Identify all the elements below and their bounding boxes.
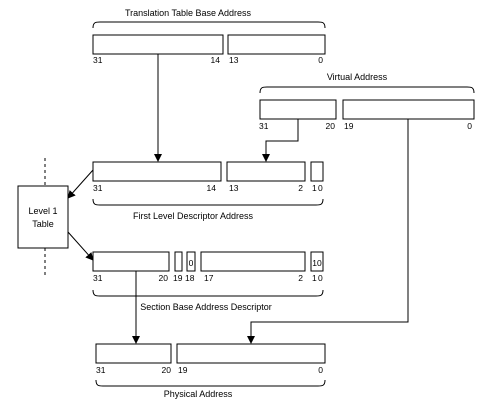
ttba-high-field (92, 34, 224, 55)
va-bit-0: 0 (467, 121, 472, 131)
sbad-mid-field (200, 251, 306, 272)
va-bit-19: 19 (344, 121, 354, 131)
fld-title: First Level Descriptor Address (133, 211, 254, 221)
fld-high-field (92, 161, 222, 182)
ttba-bit-14: 14 (211, 55, 221, 65)
pa-high-field (95, 343, 172, 364)
l1-table-to-sbad-arrow (67, 231, 94, 261)
fld-bit-2: 2 (298, 183, 303, 193)
level1-table-label-line2: Table (32, 219, 54, 229)
fld-bit-13: 13 (229, 183, 239, 193)
sbad-bit-2: 2 (298, 273, 303, 283)
fld-bit-1: 1 (312, 183, 317, 193)
fld-low-field (310, 161, 324, 182)
ttba-brace (92, 21, 326, 29)
fld-bit-0: 0 (318, 183, 323, 193)
va-low-field (342, 99, 475, 120)
va-offset-to-pa-arrow (247, 119, 409, 344)
va-title: Virtual Address (327, 72, 388, 82)
va-index-to-fld-arrow (262, 119, 299, 162)
sbad-bit-1: 1 (312, 273, 317, 283)
va-brace (259, 86, 475, 94)
va-high-field (259, 99, 337, 120)
pa-bit-20: 20 (162, 365, 172, 375)
sbad-bit-19: 19 (173, 273, 183, 283)
sbad-type-field (310, 251, 324, 272)
pa-bit-31: 31 (96, 365, 106, 375)
sbad-bit-20: 20 (159, 273, 169, 283)
pa-brace (95, 379, 326, 387)
sbad-bit19-field (174, 251, 183, 272)
fld-bit-31: 31 (93, 183, 103, 193)
fld-brace (92, 198, 324, 206)
sbad-type-value: 10 (312, 258, 322, 268)
ttba-title: Translation Table Base Address (125, 8, 252, 18)
ttba-bit-0: 0 (318, 55, 323, 65)
fld-to-l1-table-arrow (67, 169, 94, 199)
sbad-bit-31: 31 (93, 273, 103, 283)
ttba-bit-31: 31 (93, 55, 103, 65)
ttba-low-field (227, 34, 326, 55)
pa-bit-0: 0 (318, 365, 323, 375)
sbad-brace (92, 289, 324, 297)
pa-bit-19: 19 (178, 365, 188, 375)
sbad-bit-18: 18 (185, 273, 195, 283)
sbad-base-field (92, 251, 170, 272)
sbad-bit-17: 17 (204, 273, 214, 283)
level1-table-box (17, 185, 69, 249)
sbad-bit18-field (186, 251, 196, 272)
va-bit-20: 20 (326, 121, 336, 131)
fld-mid-field (226, 161, 306, 182)
sbad-title: Section Base Address Descriptor (140, 302, 272, 312)
sbad-bit-0: 0 (318, 273, 323, 283)
level1-table-label-line1: Level 1 (28, 206, 57, 216)
pa-title: Physical Address (164, 389, 233, 399)
ttba-bit-13: 13 (229, 55, 239, 65)
fld-bit-14: 14 (207, 183, 217, 193)
sbad-bit18-value: 0 (189, 258, 194, 268)
va-bit-31: 31 (259, 121, 269, 131)
pa-low-field (176, 343, 326, 364)
